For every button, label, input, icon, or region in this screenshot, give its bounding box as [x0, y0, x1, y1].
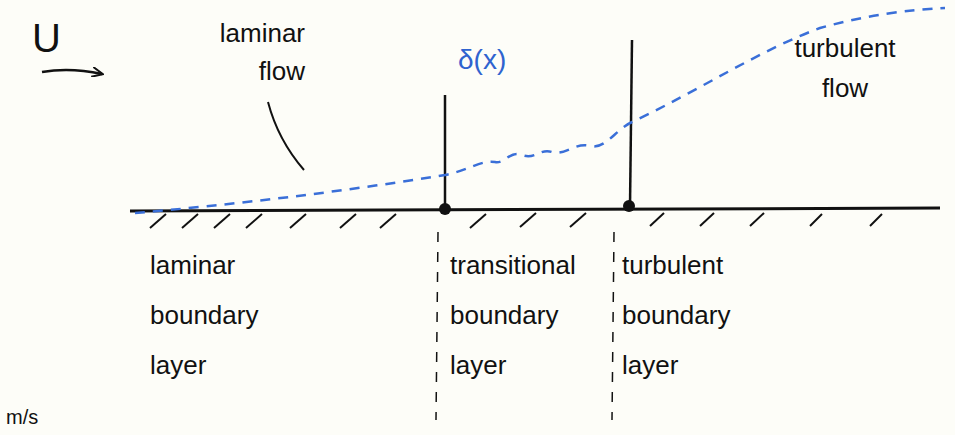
unit-label: m/s	[6, 404, 76, 430]
transition-start-dot	[439, 203, 451, 215]
zone-label: turbulent boundary layer	[622, 240, 782, 390]
flat-plate	[130, 208, 940, 211]
flow-arrow	[42, 70, 102, 74]
region-label: laminar flow	[175, 14, 305, 90]
wall-hatching	[150, 213, 882, 228]
leader-line	[268, 102, 304, 170]
transition-start-line	[444, 95, 447, 209]
velocity-symbol: U	[32, 10, 92, 66]
boundary-layer-edge	[135, 8, 945, 213]
zone-label: transitional boundary layer	[450, 240, 608, 390]
transition-end-dot	[623, 200, 635, 212]
thickness-label: δ(x)	[458, 40, 538, 80]
region-divider	[612, 232, 614, 420]
zone-label: laminar boundary layer	[150, 240, 295, 390]
region-divider	[436, 232, 438, 420]
region-label: turbulent flow	[770, 28, 920, 108]
